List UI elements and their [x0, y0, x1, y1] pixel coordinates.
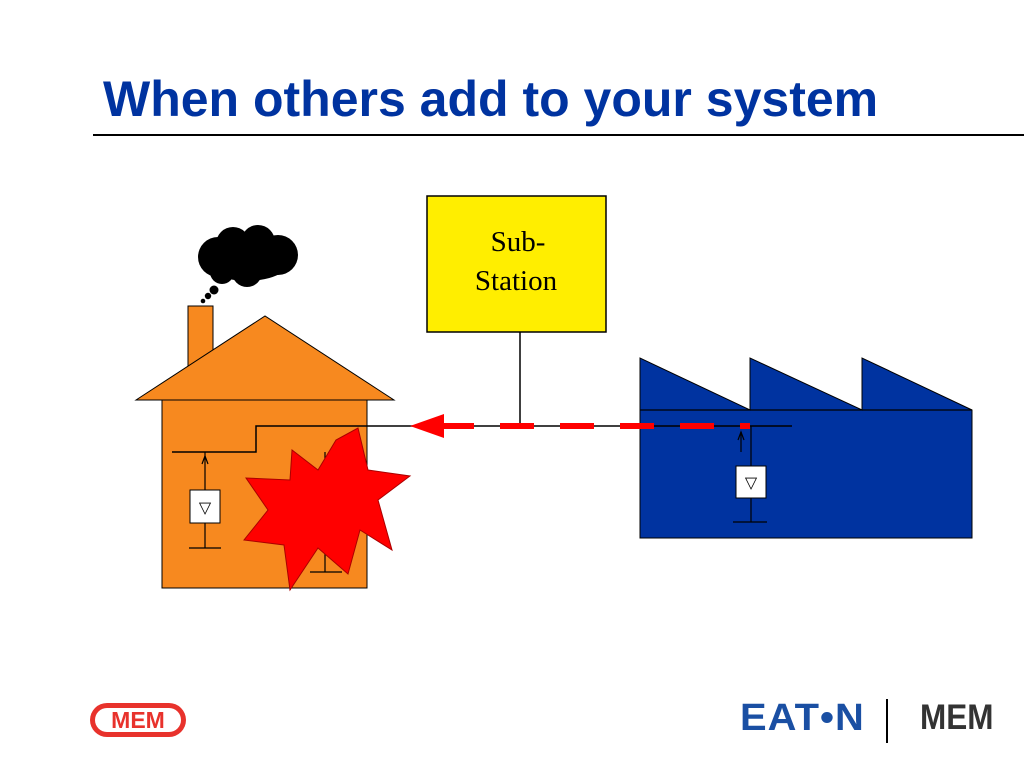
- mem-logo-left-inner: MEM: [95, 708, 181, 732]
- factory-meter-box: [735, 465, 767, 499]
- substation-label-line2: Station: [475, 265, 558, 297]
- factory-building: [639, 357, 973, 539]
- fault-flow-arrowhead: [410, 414, 444, 438]
- explosion-burst: [243, 427, 412, 592]
- substation: Sub- Station: [426, 195, 607, 426]
- house: ▽: [134, 305, 410, 589]
- factory: ▽: [639, 357, 973, 539]
- house-meter-symbol: ▽: [199, 498, 212, 517]
- house-service-wire: [172, 425, 410, 453]
- substation-box: [426, 195, 607, 333]
- fault-flow-arrow: [410, 414, 750, 438]
- house-meter-box: [189, 489, 221, 524]
- logo-divider: [886, 699, 888, 743]
- house-meter-arrow: [201, 454, 209, 465]
- title-underline: [93, 134, 1024, 136]
- house-roof: [134, 315, 396, 401]
- substation-label-line1: Sub-: [491, 226, 546, 258]
- slide-title: When others add to your system: [103, 71, 879, 127]
- factory-meter-symbol: ▽: [745, 473, 758, 492]
- eaton-logo: EAT•N: [740, 697, 865, 739]
- smoke-cloud: [198, 225, 298, 304]
- mem-logo-left-text: MEM: [111, 706, 165, 733]
- mem-logo-left: MEM: [90, 703, 186, 737]
- mem-logo-right: MEM: [920, 698, 994, 737]
